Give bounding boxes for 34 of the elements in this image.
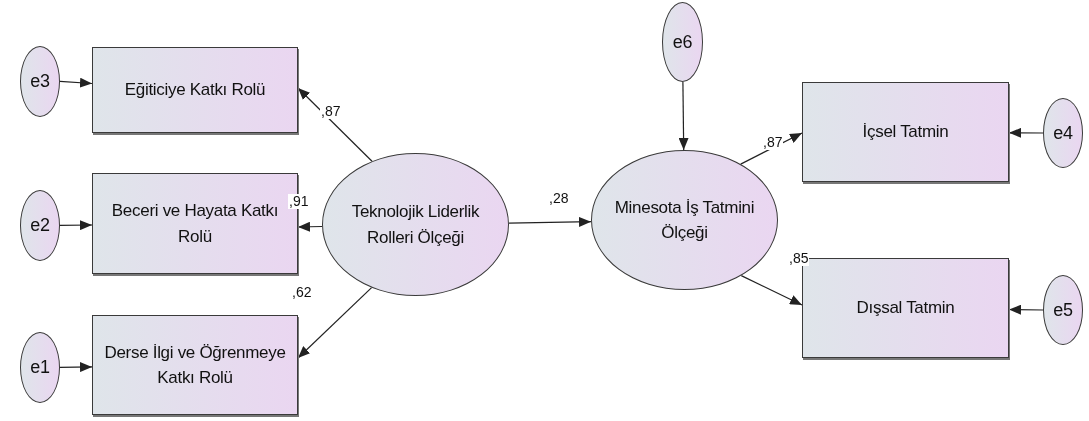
arrow [1008, 127, 1044, 138]
arrow [740, 132, 803, 165]
node-label: e1 [30, 356, 50, 379]
node-label: e3 [30, 70, 50, 93]
path-coefficient: ,87 [762, 135, 784, 151]
arrow [1008, 304, 1044, 315]
observed-variable-box [92, 47, 298, 133]
node-label: Dışsal Tatmin [856, 297, 955, 320]
node-label: Eğiticiye Katkı Rolü [124, 79, 266, 102]
arrow [678, 81, 689, 151]
arrow [508, 216, 592, 227]
arrow [59, 220, 93, 231]
arrow [740, 275, 803, 306]
path-coefficient: ,85 [788, 251, 810, 267]
node-label: e5 [1053, 298, 1073, 322]
path-coefficient: ,28 [548, 191, 570, 207]
node-label: Derse İlgi ve Öğrenmeye Katkı Rolü [103, 341, 287, 389]
node-label: Beceri ve Hayata Katkı Rolü [110, 200, 280, 248]
node-label: e4 [1053, 121, 1073, 145]
node-label: İçsel Tatmin [862, 121, 949, 144]
observed-variable-box [802, 82, 1009, 182]
path-coefficient: ,91 [288, 194, 310, 210]
path-coefficient: ,62 [291, 285, 313, 301]
node-label: e2 [30, 214, 50, 237]
arrow [59, 77, 93, 88]
node-label: Minesota İş Tatmini Ölçeği [613, 196, 756, 244]
node-label: Teknolojik Liderlik Rolleri Ölçeği [350, 201, 481, 249]
path-coefficient: ,87 [320, 104, 342, 120]
arrow [297, 221, 323, 232]
arrow [297, 287, 373, 359]
arrow [59, 362, 93, 373]
arrow [297, 87, 373, 162]
node-label: e6 [672, 30, 693, 54]
observed-variable-box [92, 315, 298, 415]
